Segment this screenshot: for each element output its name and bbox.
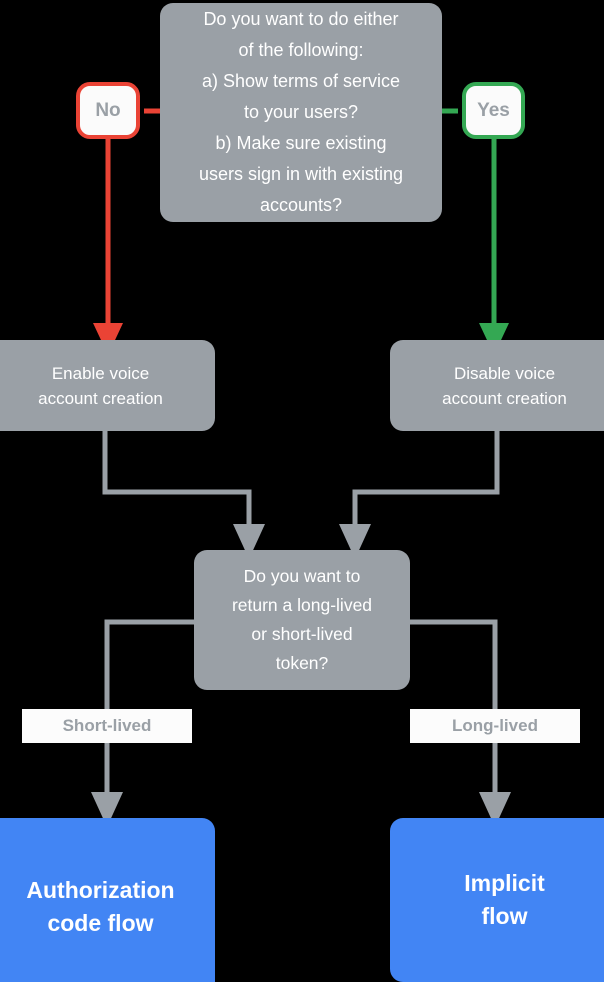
process-node-enable-voice-account-creation[interactable]: Enable voice account creation bbox=[0, 340, 215, 431]
edge-token-to-auth-code bbox=[91, 619, 194, 827]
edge-disable-to-token bbox=[339, 431, 500, 559]
terminal-node-implicit-flow-label: Implicit flow bbox=[464, 870, 545, 929]
branch-label-no-text: No bbox=[95, 99, 121, 121]
decision-node-token-label: Do you want to return a long-lived or sh… bbox=[231, 566, 373, 673]
edge-label-long-lived: Long-lived bbox=[410, 709, 580, 743]
terminal-node-authorization-code-flow-label: Authorization code flow bbox=[26, 877, 175, 936]
decision-node-terms-label: Do you want to do either of the followin… bbox=[198, 9, 404, 215]
branch-label-yes-text: Yes bbox=[477, 99, 510, 121]
terminal-node-authorization-code-flow[interactable]: Authorization code flow bbox=[0, 818, 215, 982]
edge-label-short-lived: Short-lived bbox=[22, 709, 192, 743]
edge-label-short-lived-text: Short-lived bbox=[62, 716, 152, 735]
decision-node-token-lifetime[interactable]: Do you want to return a long-lived or sh… bbox=[194, 550, 410, 690]
edge-label-long-lived-text: Long-lived bbox=[452, 716, 538, 735]
decision-node-terms-or-existing-accounts[interactable]: Do you want to do either of the followin… bbox=[160, 3, 442, 222]
terminal-node-implicit-flow[interactable]: Implicit flow bbox=[390, 818, 604, 982]
branch-label-yes[interactable]: Yes bbox=[462, 82, 525, 139]
process-node-disable-voice-account-creation[interactable]: Disable voice account creation bbox=[390, 340, 604, 431]
edge-token-to-implicit bbox=[410, 619, 512, 827]
branch-label-no[interactable]: No bbox=[76, 82, 140, 139]
edge-enable-to-token bbox=[102, 431, 266, 559]
process-node-enable-label: Enable voice account creation bbox=[38, 363, 163, 408]
process-node-disable-label: Disable voice account creation bbox=[442, 363, 567, 408]
